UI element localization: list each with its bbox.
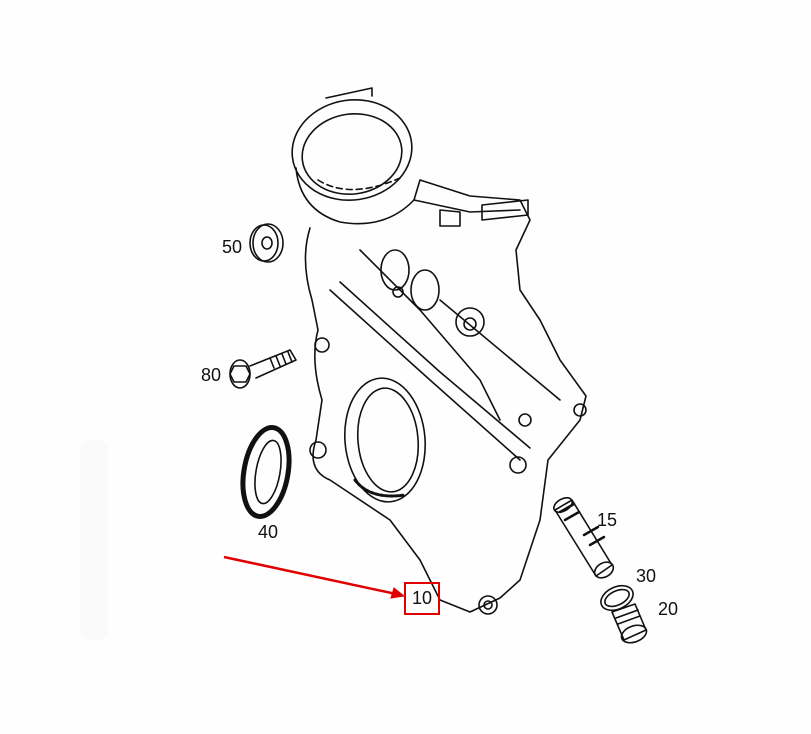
part-label-40: 40 — [258, 522, 279, 542]
timing-cover-housing-drawing — [291, 87, 587, 615]
background-smudge — [80, 440, 108, 640]
oil-filter-strainer-drawing — [553, 496, 615, 579]
callout-arrow — [223, 555, 406, 599]
crankshaft-seal-drawing — [240, 425, 292, 519]
part-label-10: 10 — [411, 588, 433, 608]
seal-washer-drawing — [249, 223, 284, 263]
part-label-15: 15 — [597, 510, 618, 530]
part-label-30: 30 — [636, 566, 657, 586]
part-label-50: 50 — [222, 237, 243, 257]
highlighted-part-callout-10: 10 — [404, 582, 440, 615]
part-label-20: 20 — [658, 599, 679, 619]
flange-bolt-drawing — [229, 349, 297, 389]
screw-plug-drawing — [611, 603, 648, 644]
part-label-80: 80 — [201, 365, 222, 385]
